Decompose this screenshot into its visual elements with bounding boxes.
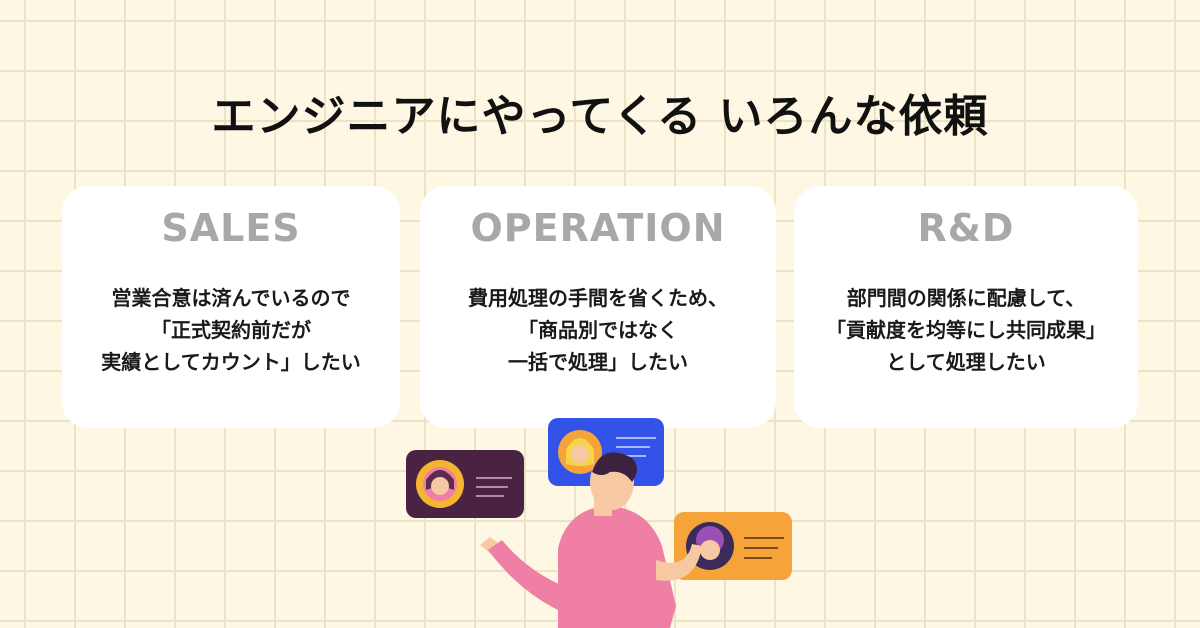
card-line: 一括で処理」したい — [508, 350, 688, 374]
profile-card-orange — [674, 512, 792, 580]
card-body: 費用処理の手間を省くため、 「商品別ではなく 一括で処理」したい — [420, 282, 776, 378]
profile-card-blue — [548, 418, 664, 486]
page-title: エンジニアにやってくる いろんな依頼 — [211, 91, 989, 142]
person-figure — [480, 452, 702, 628]
card-operation: OPERATION 費用処理の手間を省くため、 「商品別ではなく 一括で処理」し… — [420, 186, 776, 428]
card-line: として処理したい — [886, 350, 1046, 374]
card-heading: SALES — [161, 206, 301, 250]
card-line: 実績としてカウント」したい — [101, 350, 361, 374]
card-line: 部門間の関係に配慮して、 — [846, 286, 1086, 310]
card-heading: OPERATION — [470, 206, 726, 250]
card-body: 部門間の関係に配慮して、 「貢献度を均等にし共同成果」 として処理したい — [794, 282, 1138, 378]
card-line: 営業合意は済んでいるので — [111, 286, 351, 310]
person-with-cards-illustration — [406, 418, 792, 628]
card-heading: R&D — [917, 206, 1015, 250]
card-line: 「商品別ではなく — [518, 318, 678, 342]
card-sales: SALES 営業合意は済んでいるので 「正式契約前だが 実績としてカウント」した… — [62, 186, 400, 428]
card-line: 「正式契約前だが — [151, 318, 311, 342]
card-rnd: R&D 部門間の関係に配慮して、 「貢献度を均等にし共同成果」 として処理したい — [794, 186, 1138, 428]
card-line: 「貢献度を均等にし共同成果」 — [826, 318, 1106, 342]
profile-card-purple — [406, 450, 524, 518]
card-body: 営業合意は済んでいるので 「正式契約前だが 実績としてカウント」したい — [62, 282, 400, 378]
card-line: 費用処理の手間を省くため、 — [468, 286, 728, 310]
